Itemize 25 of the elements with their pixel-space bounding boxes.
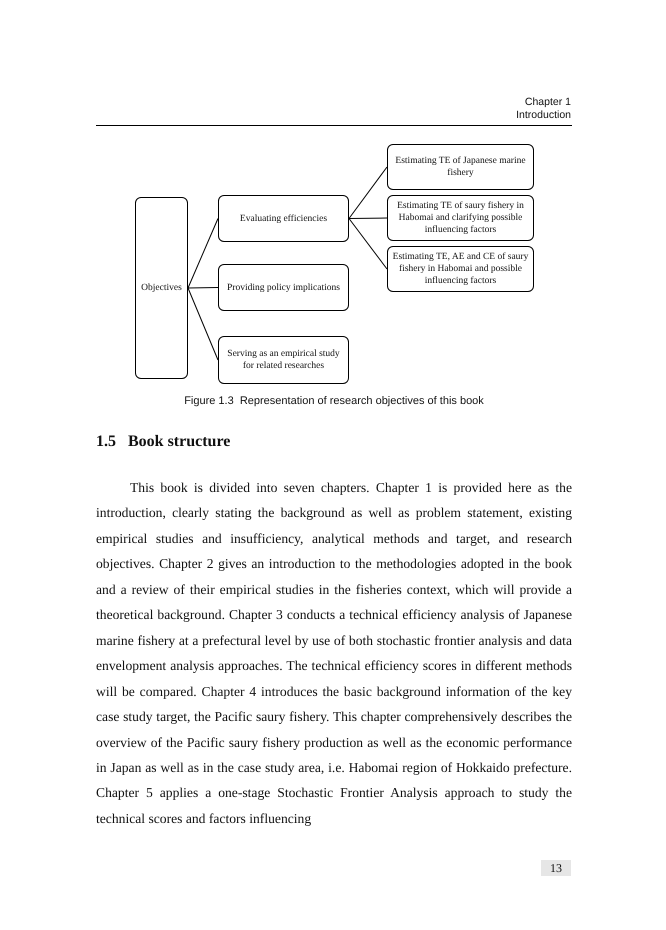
box-label: Estimating TE of Japanese marine fishery: [394, 155, 527, 179]
chapter-title-header: Introduction: [516, 109, 571, 121]
objective-box: [218, 264, 349, 311]
objective-box: [387, 144, 534, 190]
objective-box: [135, 197, 188, 379]
figure-caption: Figure 1.3 Representation of research objectives of this book: [183, 395, 485, 407]
objective-box: [218, 336, 349, 384]
objective-box: [387, 195, 534, 241]
connector-line: [188, 288, 218, 360]
box-label: Evaluating efficiencies: [240, 212, 328, 224]
connector-line: [188, 218, 218, 288]
chapter-header: Chapter 1: [524, 96, 571, 108]
body-paragraph: This book is divided into seven chapters. Chapter 1 is provided here as the introduction, clearly stating the background as well as problem statement, existing empirical studies and insufficiency, analytical methods and target, and research objectives. Chapter 2 gives an introduction to the methodologies adopted in the book and a review of their empirical studies in the fisheries context, which will provide a theoretical background. Chapter 3 conducts a technical efficiency analysis of Japanese marine fishery at a prefectural level by use of both stochastic frontier analysis and data envelopment analysis approaches. The technical efficiency scores in different methods will be compared. Chapter 4 introduces the basic background information of the key case study target, the Pacific saury fishery. This chapter comprehensively describes the overview of the Pacific saury fishery production as well as the economic performance in Japan as well as in the case study area, i.e. Habomai region of Hokkaido prefecture. Chapter 5 applies a one-stage Stochastic Frontier Analysis approach to study the technical scores and factors influencing: [96, 479, 572, 828]
section-heading: 1.5 Book structure: [96, 433, 230, 451]
box-label: Estimating TE, AE and CE of saury fishery in Habomai and possible influencing factors: [392, 251, 530, 287]
page-number: 13: [541, 860, 571, 876]
connector-line: [348, 218, 388, 219]
box-label: Estimating TE of saury fishery in Habomai and clarifying possible influencing factors: [396, 200, 525, 236]
connector-line: [348, 166, 388, 219]
box-label: Objectives: [141, 282, 182, 294]
box-label: Serving as an empirical study for related researches: [226, 348, 341, 372]
objective-box: [218, 195, 349, 242]
connector-line: [188, 287, 218, 288]
connector-line: [348, 218, 388, 270]
box-label: Providing policy implications: [227, 282, 340, 294]
